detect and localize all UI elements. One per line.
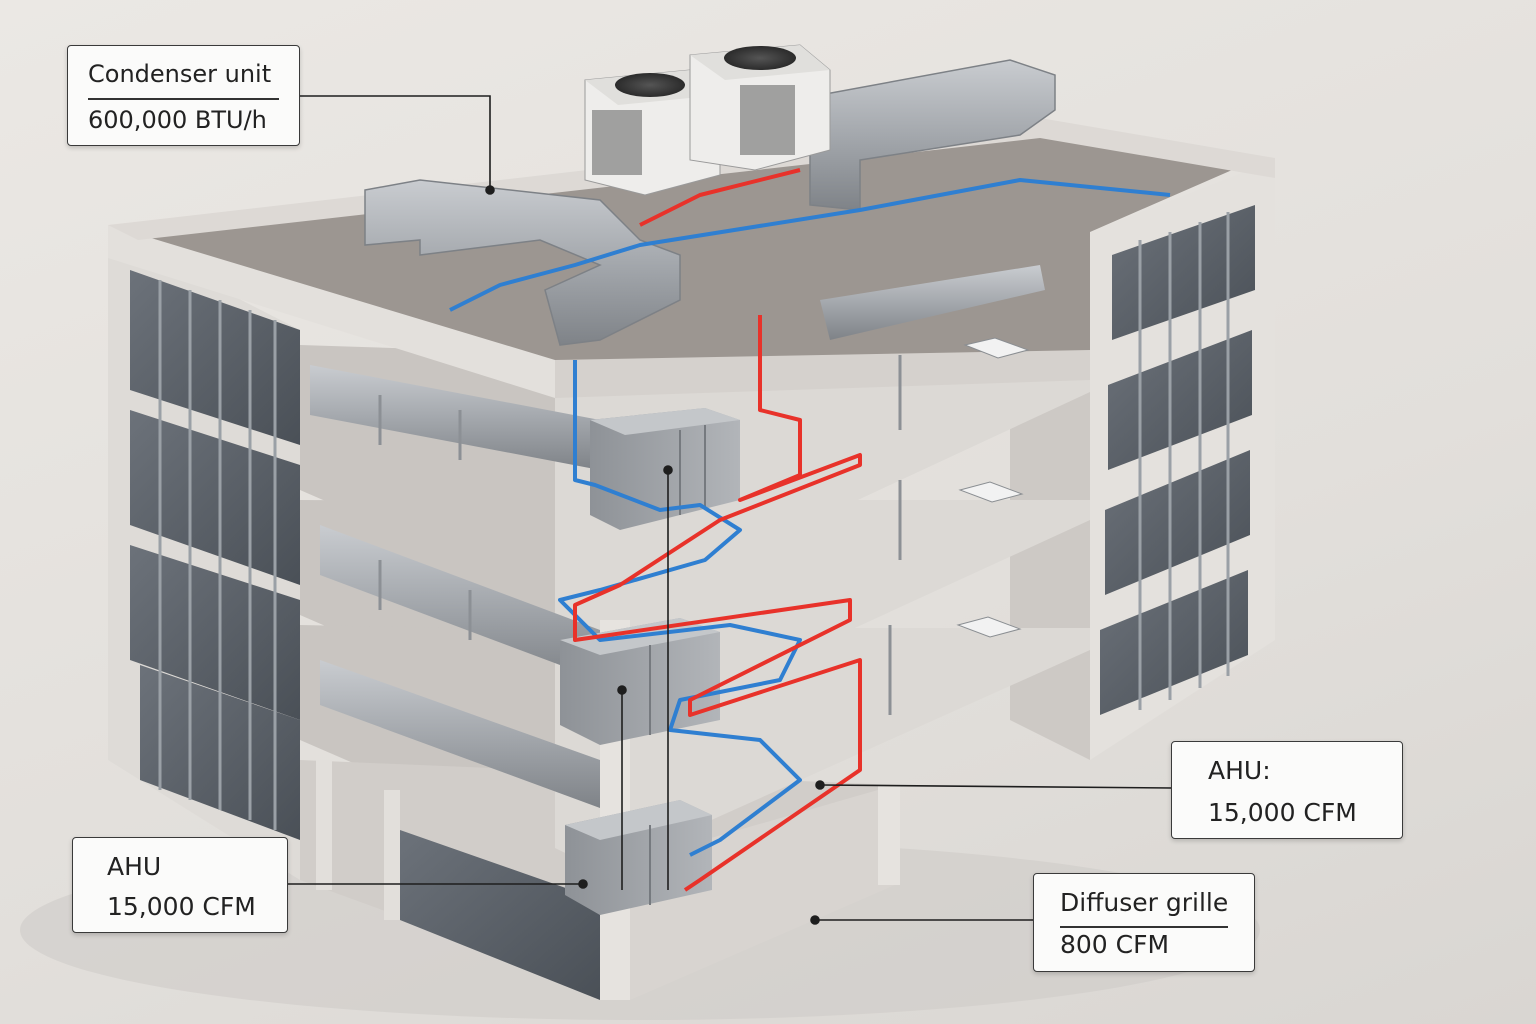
diffuser-grille bbox=[958, 481, 1024, 503]
diffuser-grilles bbox=[956, 337, 1030, 638]
duct-run-floor-2 bbox=[320, 525, 600, 680]
duct-run-floor-1 bbox=[320, 660, 600, 808]
cold-line-roof bbox=[449, 178, 1171, 312]
callout-divider bbox=[88, 98, 279, 100]
leader-condenser bbox=[300, 95, 491, 188]
leader-dot bbox=[810, 915, 820, 925]
column bbox=[384, 790, 400, 920]
callout-title: Diffuser grille bbox=[1060, 888, 1229, 917]
callout-title: Condenser unit bbox=[88, 60, 272, 88]
fan-icon bbox=[724, 46, 796, 70]
condenser-unit-1 bbox=[584, 69, 721, 196]
condenser-unit-2 bbox=[689, 44, 831, 171]
window-band bbox=[130, 545, 300, 720]
left-facade-windows bbox=[130, 270, 600, 1000]
callout-divider bbox=[1060, 926, 1228, 928]
condenser-callout: Condenser unit 600,000 BTU/h bbox=[67, 45, 300, 146]
diffuser-callout: Diffuser grille 800 CFM bbox=[1033, 873, 1255, 972]
callout-value: 600,000 BTU/h bbox=[88, 106, 267, 134]
window-band bbox=[1100, 570, 1248, 715]
condenser-units bbox=[584, 44, 831, 196]
leader-dot bbox=[663, 465, 673, 475]
roof-slab bbox=[138, 120, 1255, 375]
ahu-floor-1 bbox=[565, 800, 712, 915]
leader-dot bbox=[485, 185, 495, 195]
fan-icon bbox=[615, 73, 685, 97]
hanger-rods bbox=[378, 355, 902, 715]
hot-line-riser bbox=[573, 315, 862, 892]
window-band bbox=[130, 410, 300, 585]
ceiling-duct-loop bbox=[820, 265, 1045, 340]
roof-slab-right-edge bbox=[555, 350, 1090, 398]
callout-value: 800 CFM bbox=[1060, 930, 1170, 959]
callout-value: 15,000 CFM bbox=[107, 892, 256, 921]
interior-ducts bbox=[310, 265, 1045, 808]
diffuser-grille bbox=[963, 337, 1030, 359]
duct-run-floor-3 bbox=[310, 365, 600, 470]
column bbox=[316, 760, 332, 890]
leader-dot bbox=[617, 685, 627, 695]
cold-line-riser bbox=[558, 360, 802, 857]
hot-line-roof bbox=[639, 168, 801, 227]
ahu-right-callout: AHU: 15,000 CFM bbox=[1171, 741, 1403, 839]
diffuser-grille bbox=[956, 616, 1022, 638]
leader-lines bbox=[288, 95, 1173, 925]
right-core-windows bbox=[1100, 205, 1255, 715]
roof-slab-front-edge bbox=[108, 225, 555, 398]
column bbox=[878, 785, 900, 885]
refrigerant-lines bbox=[449, 168, 1171, 892]
window-band bbox=[130, 270, 300, 445]
callout-title: AHU: bbox=[1208, 756, 1271, 785]
window-band bbox=[1108, 330, 1252, 470]
callout-title: AHU bbox=[107, 852, 162, 881]
rooftop-duct-left bbox=[364, 179, 681, 346]
slab-edge-ground bbox=[600, 785, 895, 1000]
leader-dot bbox=[578, 879, 588, 889]
leader-dot bbox=[815, 780, 825, 790]
ground-storefront bbox=[400, 830, 600, 1000]
leader-ahu-right bbox=[821, 784, 1173, 789]
window-band bbox=[1112, 205, 1255, 340]
callout-value: 15,000 CFM bbox=[1208, 798, 1357, 827]
ahu-left-callout: AHU 15,000 CFM bbox=[72, 837, 288, 933]
